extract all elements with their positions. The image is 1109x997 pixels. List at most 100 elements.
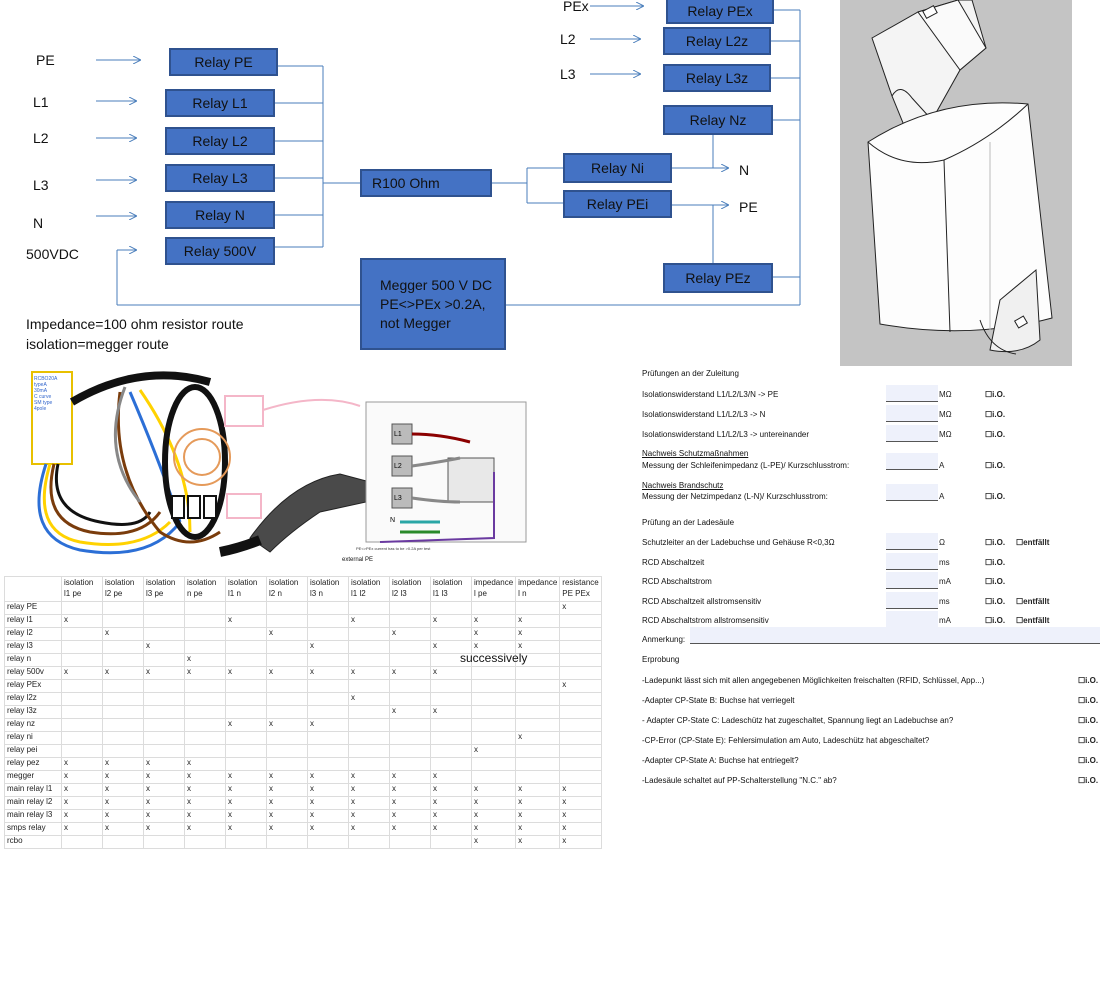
matrix-cell xyxy=(266,601,308,615)
value-field[interactable] xyxy=(886,385,938,402)
matrix-cell: x xyxy=(307,809,349,823)
matrix-cell xyxy=(559,757,602,771)
matrix-cell xyxy=(515,757,561,771)
input-label-l2-right: L2 xyxy=(560,31,576,47)
matrix-row-label: relay pei xyxy=(4,744,62,758)
matrix-cell: x xyxy=(61,614,103,628)
value-field[interactable] xyxy=(886,405,938,422)
matrix-cell: x xyxy=(184,783,226,797)
output-label-n: N xyxy=(739,162,750,178)
matrix-cell: x xyxy=(348,809,390,823)
matrix-header-cell: impedance l n xyxy=(515,576,561,602)
checklist-item-label: RCD Abschaltstrom allstromsensitiv xyxy=(642,616,769,625)
matrix-cell: x xyxy=(225,770,267,784)
value-field[interactable] xyxy=(886,592,938,609)
matrix-cell xyxy=(389,601,431,615)
matrix-cell xyxy=(266,679,308,693)
matrix-cell xyxy=(102,614,144,628)
value-field[interactable] xyxy=(886,453,938,470)
matrix-cell: x xyxy=(559,822,602,836)
matrix-cell xyxy=(348,640,390,654)
value-field[interactable] xyxy=(886,425,938,442)
matrix-cell xyxy=(389,614,431,628)
matrix-cell xyxy=(143,653,185,667)
enclosure-shape xyxy=(867,0,1053,355)
matrix-cell xyxy=(266,653,308,667)
matrix-cell xyxy=(515,666,561,680)
matrix-cell xyxy=(102,601,144,615)
matrix-cell: x xyxy=(266,796,308,810)
matrix-cell xyxy=(102,692,144,706)
matrix-cell xyxy=(184,601,226,615)
matrix-cell xyxy=(143,601,185,615)
matrix-cell xyxy=(389,731,431,745)
value-field[interactable] xyxy=(886,553,938,570)
matrix-cell xyxy=(61,835,103,849)
matrix-cell: x xyxy=(515,796,561,810)
matrix-row-label: relay nz xyxy=(4,718,62,732)
svg-text:L3: L3 xyxy=(394,495,402,502)
matrix-cell xyxy=(266,744,308,758)
matrix-cell: x xyxy=(430,796,472,810)
matrix-row-label: smps relay xyxy=(4,822,62,836)
relay-nz: Relay Nz xyxy=(663,105,773,135)
matrix-cell xyxy=(389,653,431,667)
checklist-item-label: RCD Abschaltstrom xyxy=(642,577,712,586)
erprobung-item: -Ladepunkt lässt sich mit allen angegebe… xyxy=(642,676,985,685)
matrix-cell: x xyxy=(430,614,472,628)
matrix-row-label: relay PEx xyxy=(4,679,62,693)
matrix-cell: x xyxy=(348,692,390,706)
matrix-cell: x xyxy=(307,822,349,836)
value-field[interactable] xyxy=(886,611,938,628)
matrix-cell xyxy=(515,705,561,719)
pex-caption: PE<>PEx current has to be >0.2A per test xyxy=(356,546,431,551)
matrix-header-cell: isolation l2 l3 xyxy=(389,576,431,602)
matrix-cell xyxy=(348,757,390,771)
io-checkbox: ☐i.O. xyxy=(985,461,1006,470)
unit-label: MΩ xyxy=(939,410,952,419)
matrix-cell xyxy=(225,835,267,849)
value-field[interactable] xyxy=(886,533,938,550)
matrix-cell xyxy=(307,731,349,745)
matrix-cell: x xyxy=(184,822,226,836)
matrix-cell xyxy=(389,679,431,693)
matrix-cell: x xyxy=(102,822,144,836)
matrix-cell: x xyxy=(307,770,349,784)
matrix-cell xyxy=(266,705,308,719)
matrix-cell: x xyxy=(470,822,517,836)
matrix-header-cell: isolation l1 l3 xyxy=(430,576,472,602)
matrix-row-label: relay ni xyxy=(4,731,62,745)
value-field[interactable] xyxy=(886,484,938,501)
matrix-cell xyxy=(184,835,226,849)
matrix-cell: x xyxy=(515,822,561,836)
matrix-cell xyxy=(348,835,390,849)
matrix-cell: x xyxy=(389,627,431,641)
input-label-pe: PE xyxy=(36,52,55,68)
matrix-cell xyxy=(430,744,472,758)
matrix-cell xyxy=(184,614,226,628)
matrix-cell: x xyxy=(266,822,308,836)
matrix-cell xyxy=(266,692,308,706)
matrix-cell: x xyxy=(225,822,267,836)
value-field[interactable] xyxy=(886,572,938,589)
matrix-cell xyxy=(266,757,308,771)
matrix-cell xyxy=(515,692,561,706)
matrix-cell xyxy=(102,731,144,745)
matrix-cell xyxy=(348,718,390,732)
matrix-row-label: relay n xyxy=(4,653,62,667)
enclosure-render xyxy=(840,0,1072,366)
input-label-l1: L1 xyxy=(33,94,49,110)
matrix-cell: x xyxy=(430,705,472,719)
remark-field[interactable] xyxy=(690,627,1100,644)
relay-ni: Relay Ni xyxy=(563,153,672,183)
checklist-item-label: RCD Abschaltzeit allstromsensitiv xyxy=(642,597,762,606)
matrix-cell xyxy=(143,718,185,732)
erprobung-item: -Adapter CP-State A: Buchse hat entriege… xyxy=(642,756,799,765)
